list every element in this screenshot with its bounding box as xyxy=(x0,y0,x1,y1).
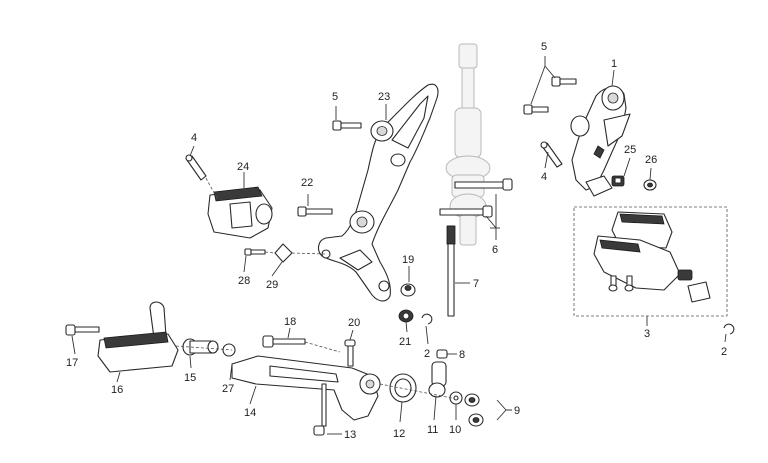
callout-11: 11 xyxy=(427,424,438,436)
clip-2-right xyxy=(723,323,735,335)
callout-5-left: 5 xyxy=(332,91,338,103)
callout-28: 28 xyxy=(238,275,250,287)
assembly-box-3 xyxy=(573,206,728,317)
bolt-5-left xyxy=(332,120,362,131)
callout-16: 16 xyxy=(111,384,123,396)
shift-rod-7 xyxy=(446,225,456,317)
callout-1: 1 xyxy=(611,58,617,70)
callout-9: 9 xyxy=(514,405,520,417)
callout-17: 17 xyxy=(66,357,78,369)
dash-axis-lower xyxy=(175,341,453,399)
callout-24: 24 xyxy=(237,161,249,173)
callout-27: 27 xyxy=(222,383,234,395)
dash-line-4 xyxy=(205,177,219,201)
callout-14: 14 xyxy=(244,407,256,419)
spring-25 xyxy=(611,175,625,187)
footrest-bracket-left xyxy=(317,83,439,302)
dash-line-28 xyxy=(264,251,326,255)
bolt-18 xyxy=(262,335,306,348)
callout-4-right: 4 xyxy=(541,171,547,183)
callout-10: 10 xyxy=(449,424,461,436)
callout-15: 15 xyxy=(184,372,196,384)
callout-26: 26 xyxy=(645,154,657,166)
nut-26 xyxy=(643,179,657,191)
callout-8: 8 xyxy=(459,349,465,361)
bolt-22 xyxy=(297,206,333,217)
pin-20 xyxy=(344,339,356,367)
callout-29: 29 xyxy=(266,279,278,291)
callout-20: 20 xyxy=(348,317,360,329)
callout-13: 13 xyxy=(344,429,356,441)
nut-9 xyxy=(464,393,484,427)
callout-22: 22 xyxy=(301,177,313,189)
bolts-6 xyxy=(439,178,513,218)
clip-2-mid xyxy=(421,313,433,325)
shift-lever-14 xyxy=(231,355,381,427)
callout-6: 6 xyxy=(492,244,498,256)
washer-10 xyxy=(449,391,463,405)
callout-labels: 1 2 2 3 4 4 5 5 6 7 8 9 10 11 12 13 14 1… xyxy=(66,41,727,441)
leader-lines xyxy=(71,56,727,435)
callout-25: 25 xyxy=(624,144,636,156)
footpeg-24 xyxy=(207,186,273,239)
bolt-17 xyxy=(65,324,100,336)
callout-5-right: 5 xyxy=(541,41,547,53)
bushing-15 xyxy=(182,338,236,357)
footpeg-16 xyxy=(97,301,179,373)
callout-2-right: 2 xyxy=(721,346,727,358)
bearing-12 xyxy=(389,373,417,403)
callout-4-left: 4 xyxy=(191,132,197,144)
bolt-28 xyxy=(244,248,266,256)
footrest-bracket-right xyxy=(570,85,631,197)
pin-4-right xyxy=(540,141,563,168)
plate-29 xyxy=(274,243,293,263)
nut-19 xyxy=(400,283,416,297)
callout-7: 7 xyxy=(473,278,479,290)
callout-12: 12 xyxy=(393,428,405,440)
bolt-13 xyxy=(313,425,325,436)
callout-19: 19 xyxy=(402,254,414,266)
pin-4-left xyxy=(185,154,207,181)
callout-3: 3 xyxy=(644,328,650,340)
rod-end-8 xyxy=(428,349,448,398)
callout-21: 21 xyxy=(399,336,411,348)
bolts-5-right xyxy=(523,76,577,115)
callout-2-mid: 2 xyxy=(424,348,430,360)
spring-21 xyxy=(398,309,414,323)
callout-18: 18 xyxy=(284,316,296,328)
callout-23: 23 xyxy=(378,91,390,103)
